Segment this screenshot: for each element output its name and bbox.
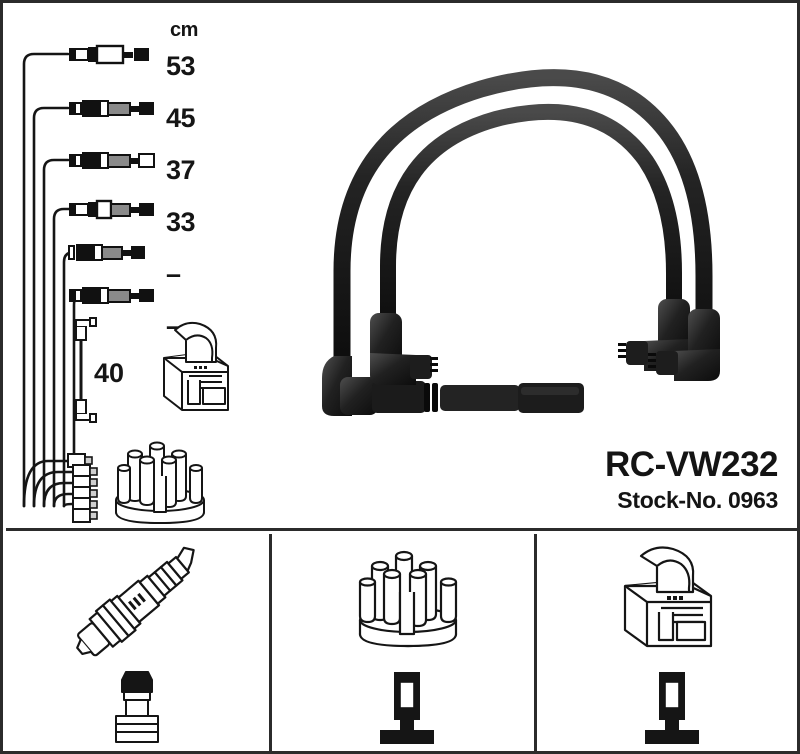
thumb-top-spark-plug <box>6 534 269 662</box>
straight-terminal-connector-icon <box>379 672 434 744</box>
thumbnail-cell-spark-plug <box>6 534 272 754</box>
length-table: cm 53 45 37 33 – – <box>166 20 236 352</box>
connector-row-2 <box>69 100 154 117</box>
thumb-bottom-terminal <box>537 662 800 754</box>
cable-arc-outer <box>333 69 713 370</box>
thumb-bottom-boot <box>6 662 269 754</box>
rubber-boot-connector-icon <box>115 671 159 743</box>
page-title: RC-VW232 <box>605 445 778 485</box>
coil-lead-cable <box>75 317 97 423</box>
length-row-2: 45 <box>166 103 196 133</box>
cable-boot-right-outer <box>648 309 720 381</box>
thumb-top-ignition-coil <box>537 534 800 662</box>
distributor-cap-thumb-icon <box>358 550 457 648</box>
cable-boot-left-lower <box>322 356 584 416</box>
length-row-5: – <box>166 259 181 289</box>
length-row-6: – <box>166 311 181 341</box>
thumbnail-cell-distributor-cap <box>272 534 538 754</box>
distributor-cap-icon <box>115 441 205 524</box>
connector-row-6 <box>69 287 154 304</box>
length-unit-header: cm <box>170 19 198 41</box>
main-diagram-panel: cm 53 45 37 33 – – 40 <box>6 6 800 531</box>
stock-number: Stock-No. 0963 <box>617 487 778 513</box>
product-title-block: RC-VW232 Stock-No. 0963 <box>605 445 778 514</box>
thumb-bottom-terminal <box>272 662 535 754</box>
harness-wire-1 <box>22 52 70 508</box>
ignition-coil-icon <box>163 321 229 411</box>
component-thumbnail-strip <box>6 534 800 754</box>
coil-lead-length-label: 40 <box>94 358 125 388</box>
length-row-4: 33 <box>166 207 196 237</box>
connector-row-4 <box>69 199 154 220</box>
length-row-3: 37 <box>166 155 196 185</box>
ignition-coil-thumb-icon <box>624 546 713 648</box>
thumbnail-cell-ignition-coil <box>537 534 800 754</box>
thumb-top-distributor-cap <box>272 534 535 662</box>
spark-plug-icon <box>76 546 195 657</box>
straight-terminal-connector-icon <box>645 672 700 744</box>
ignition-cable-set-photo <box>322 69 720 416</box>
connector-row-3 <box>69 152 155 169</box>
cable-boot-left-upper <box>370 313 438 385</box>
length-row-1: 53 <box>166 51 196 81</box>
cable-arc-inner <box>380 103 682 337</box>
harness-terminal-stack <box>67 453 98 523</box>
connector-row-5 <box>68 244 145 261</box>
connector-row-1 <box>69 44 149 65</box>
